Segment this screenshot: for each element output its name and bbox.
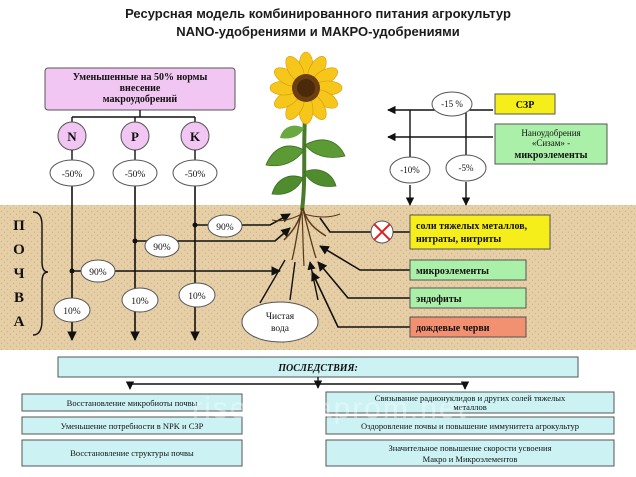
szr-right-oval: -5% <box>445 154 487 182</box>
soil-letter-4: В <box>14 290 24 306</box>
svg-text:90%: 90% <box>216 223 234 233</box>
svg-text:микроэлементы: микроэлементы <box>515 150 588 161</box>
n-reduce-oval: -50% <box>49 159 95 187</box>
worms-arrow <box>311 271 410 328</box>
k-deep-oval: 10% <box>178 282 216 308</box>
svg-text:Уменьшение потребности в NPK и: Уменьшение потребности в NPK и СЗР <box>61 421 204 431</box>
nutrient-n: N <box>57 121 87 151</box>
consequence-right-2: Оздоровление почвы и повышение иммунитет… <box>325 416 615 435</box>
k-shallow-oval: 90% <box>207 214 243 238</box>
svg-text:90%: 90% <box>153 243 171 253</box>
worms-box: дождевые черви <box>409 316 527 338</box>
consequence-right-3: Значительное повышение скорости усвоения… <box>325 439 615 467</box>
svg-text:Чистая: Чистая <box>266 312 295 322</box>
consequence-left-3: Восстановление структуры почвы <box>21 439 243 467</box>
svg-text:«Сизам» -: «Сизам» - <box>532 138 570 148</box>
svg-text:-10%: -10% <box>400 165 420 175</box>
svg-text:Значительное повышение скорост: Значительное повышение скорости усвоения <box>388 443 551 453</box>
consequences-header: ПОСЛЕДСТВИЯ: <box>57 356 579 378</box>
endophytes-box: эндофиты <box>409 287 527 309</box>
macro-box-line-2: внесение <box>120 83 161 94</box>
p-deep-oval: 10% <box>121 287 159 313</box>
title-line-2: NANO-удобрениями и МАКРО-удобрениями <box>176 24 460 39</box>
svg-text:Восстановление микробиоты почв: Восстановление микробиоты почвы <box>67 398 198 408</box>
consequence-right-1: Связывание радионуклидов и других солей … <box>325 391 615 414</box>
consequence-left-2: Уменьшение потребности в NPK и СЗР <box>21 416 243 435</box>
microelements-box: микроэлементы <box>409 259 527 281</box>
soil-letter-5: А <box>14 314 25 330</box>
nutrient-n-letter: N <box>67 129 77 144</box>
soil-letter-2: О <box>13 242 25 258</box>
svg-text:Восстановление структуры почвы: Восстановление структуры почвы <box>70 448 194 458</box>
szr-box: СЗР <box>494 93 556 115</box>
svg-text:микроэлементы: микроэлементы <box>416 266 489 277</box>
svg-text:соли тяжелых металлов,: соли тяжелых металлов, <box>416 221 528 232</box>
heavy-metals-box: соли тяжелых металлов, нитраты, нитриты <box>409 214 551 250</box>
svg-text:90%: 90% <box>89 268 107 278</box>
soil-label: П О Ч В А <box>13 218 25 330</box>
svg-text:дождевые черви: дождевые черви <box>416 323 490 334</box>
svg-text:металлов: металлов <box>453 402 487 412</box>
svg-text:-5%: -5% <box>459 163 474 173</box>
szr-left-oval: -10% <box>389 156 431 184</box>
svg-text:-15 %: -15 % <box>441 99 463 109</box>
soil-letter-3: Ч <box>13 266 24 282</box>
svg-text:эндофиты: эндофиты <box>416 294 462 305</box>
watermark: riseua.uaprom.net <box>192 392 468 425</box>
p-branch-arrow <box>135 227 291 242</box>
svg-text:нитраты, нитриты: нитраты, нитриты <box>416 234 501 245</box>
endophytes-arrow <box>317 261 410 299</box>
sunflower-illustration <box>265 51 346 267</box>
nutrient-k: K <box>180 121 210 151</box>
macro-box-line-3: макроудобрений <box>103 94 178 105</box>
szr-reduce-oval: -15 % <box>431 91 473 117</box>
microelements-arrow <box>319 245 410 271</box>
macro-box-line-1: Уменьшенные на 50% нормы <box>73 72 208 83</box>
svg-text:10%: 10% <box>131 297 149 307</box>
svg-text:вода: вода <box>271 324 290 334</box>
clean-water-oval: Чистая вода <box>241 301 319 343</box>
svg-text:Связывание радионуклидов и дру: Связывание радионуклидов и других солей … <box>375 393 566 403</box>
svg-text:-50%: -50% <box>185 170 206 180</box>
svg-text:10%: 10% <box>188 292 206 302</box>
n-deep-oval: 10% <box>53 297 91 323</box>
p-shallow-oval: 90% <box>144 234 180 258</box>
macro-connector <box>71 110 196 123</box>
svg-text:СЗР: СЗР <box>516 100 535 111</box>
svg-text:10%: 10% <box>63 307 81 317</box>
nutrient-p: P <box>120 121 150 151</box>
soil-letter-1: П <box>13 218 25 234</box>
blocked-icon <box>370 220 394 244</box>
nutrient-p-letter: P <box>131 129 139 144</box>
nutrient-k-letter: K <box>190 129 201 144</box>
nano-fertilizer-box: Наноудобрения «Сизам» - микроэлементы <box>494 123 608 165</box>
p-reduce-oval: -50% <box>112 159 158 187</box>
svg-text:-50%: -50% <box>62 170 83 180</box>
soil-brace <box>32 211 49 336</box>
k-reduce-oval: -50% <box>172 159 218 187</box>
svg-text:Оздоровление почвы и повышение: Оздоровление почвы и повышение иммунитет… <box>361 421 579 431</box>
consequence-left-1: Восстановление микробиоты почвы <box>21 393 243 412</box>
svg-text:Макро и Микроэлементов: Макро и Микроэлементов <box>423 454 518 464</box>
svg-text:Наноудобрения: Наноудобрения <box>521 128 580 138</box>
n-shallow-oval: 90% <box>80 259 116 283</box>
svg-text:ПОСЛЕДСТВИЯ:: ПОСЛЕДСТВИЯ: <box>277 363 358 374</box>
title-line-1: Ресурсная модель комбинированного питани… <box>125 6 511 21</box>
svg-text:-50%: -50% <box>125 170 146 180</box>
